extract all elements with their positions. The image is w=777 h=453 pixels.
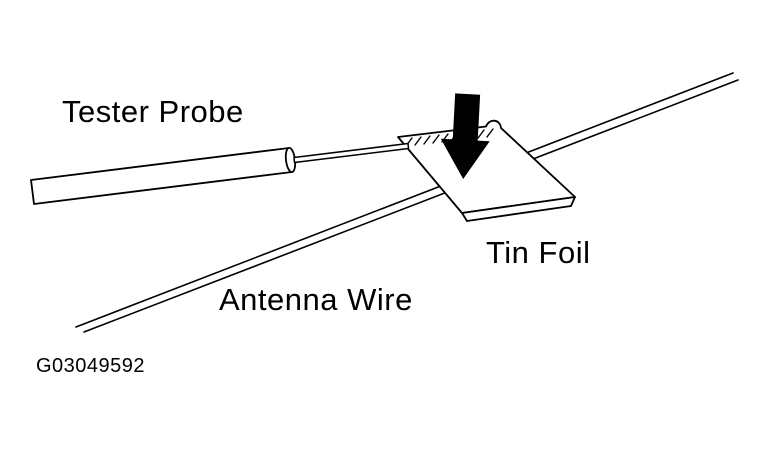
antenna-wire-label: Antenna Wire bbox=[219, 282, 413, 317]
figure-id-label: G03049592 bbox=[36, 355, 146, 377]
tester-probe-drawing bbox=[30, 142, 410, 205]
antenna-wire-lines bbox=[75, 72, 739, 333]
tester-probe-label: Tester Probe bbox=[62, 94, 244, 129]
probe-tip bbox=[293, 142, 410, 164]
down-arrow-icon bbox=[440, 93, 490, 179]
tin-foil-drawing bbox=[397, 119, 576, 222]
tin-foil-label: Tin Foil bbox=[486, 235, 591, 270]
